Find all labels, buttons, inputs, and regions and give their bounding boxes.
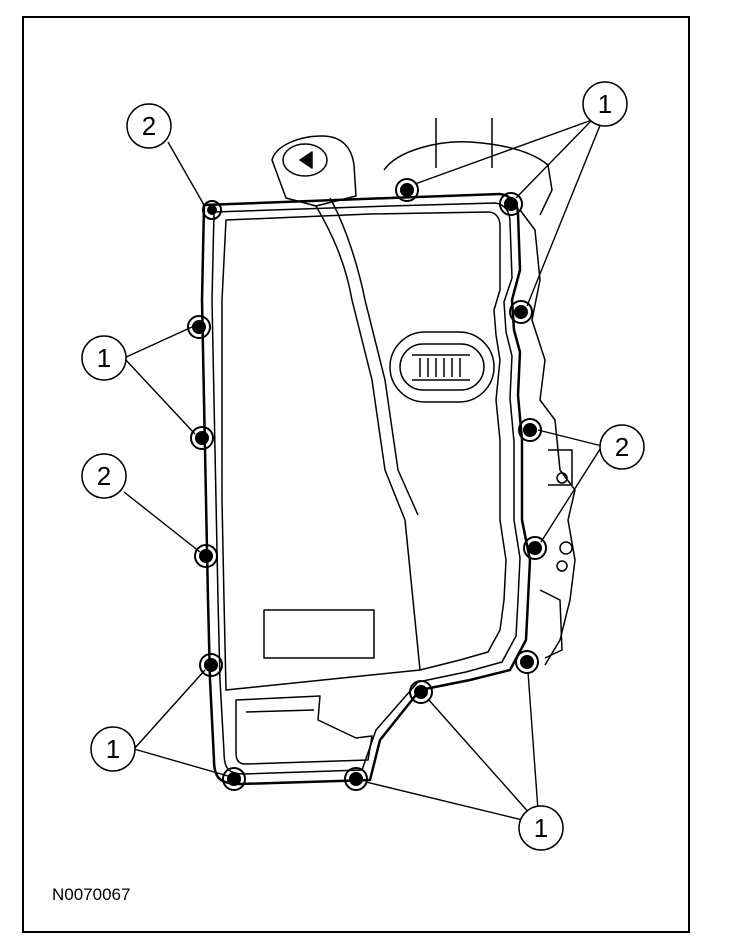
svg-text:2: 2 <box>97 461 111 491</box>
bolt-bottom-2 <box>344 767 368 791</box>
callout-c1-left-upper: 1 <box>81 335 127 381</box>
svg-text:2: 2 <box>142 111 156 141</box>
svg-text:1: 1 <box>534 813 548 843</box>
bolt-left-top <box>202 200 222 220</box>
svg-text:1: 1 <box>97 343 111 373</box>
bolt-top-2 <box>499 192 523 216</box>
bolts <box>187 178 547 791</box>
sensor-cylinder <box>271 135 419 521</box>
bolt-bottom-1 <box>222 767 246 791</box>
bolt-left-4 <box>199 653 223 677</box>
diagram-frame <box>22 16 690 933</box>
bolt-left-1 <box>187 315 211 339</box>
leader-lines <box>123 119 603 825</box>
bolt-right-1 <box>509 300 533 324</box>
bolt-right-3 <box>523 536 547 560</box>
cover-body <box>200 192 532 786</box>
bolt-right-4 <box>515 650 539 674</box>
callout-c1-bottom-right: 1 <box>518 805 564 851</box>
transmission-housing <box>383 118 576 666</box>
callout-c2-top-left: 2 <box>126 103 172 149</box>
bolt-left-3 <box>194 544 218 568</box>
callout-c2-right-mid: 2 <box>599 424 645 470</box>
callout-c1-top-right: 1 <box>582 81 628 127</box>
figure-id: N0070067 <box>52 885 131 904</box>
callout-c2-left-mid: 2 <box>81 453 127 499</box>
svg-text:1: 1 <box>598 89 612 119</box>
bolt-bottom-3 <box>409 680 433 704</box>
bolt-top-1 <box>395 178 419 202</box>
bolt-right-2 <box>518 418 542 442</box>
svg-text:2: 2 <box>615 432 629 462</box>
callout-c1-bottom-left: 1 <box>90 726 136 772</box>
svg-text:1: 1 <box>106 734 120 764</box>
bolt-left-2 <box>190 426 214 450</box>
callouts: 2 1 1 2 2 1 1 <box>81 81 645 851</box>
